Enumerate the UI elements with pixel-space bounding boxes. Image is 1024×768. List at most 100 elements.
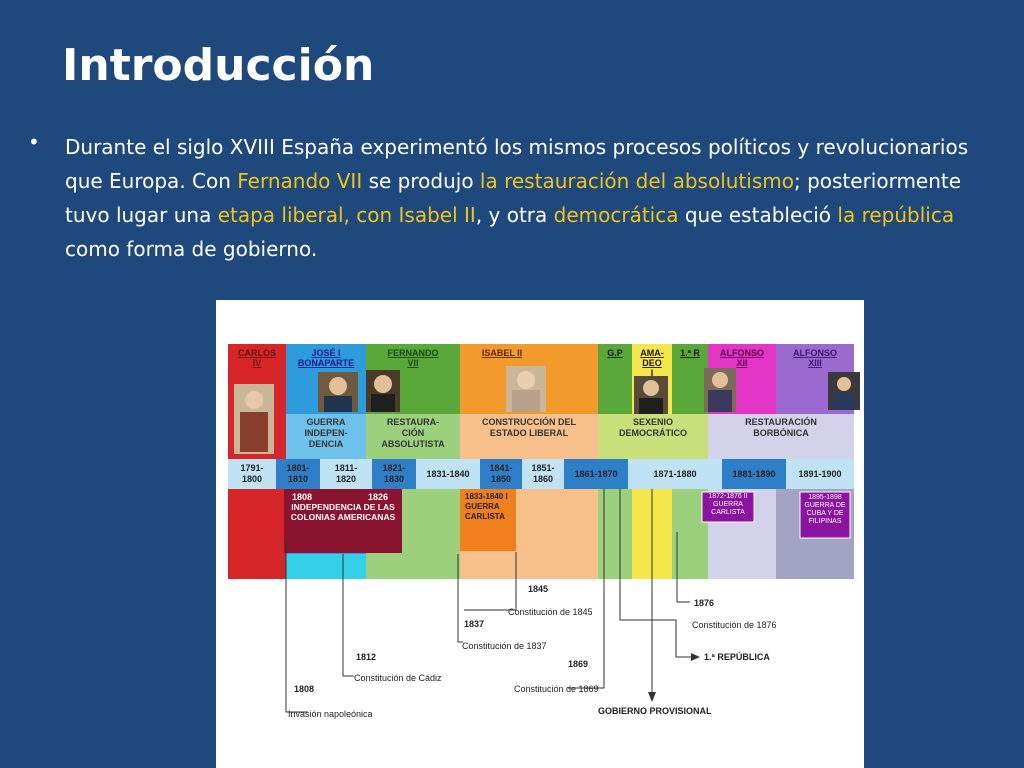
decade-label: 1850 [491, 474, 511, 484]
monarch-label: JOSÉ I [311, 348, 340, 358]
guerra-independencia-box [286, 414, 366, 459]
decade-cell [786, 459, 854, 489]
period-label-3: SEXENIO [633, 417, 673, 427]
monarch-label: XIII [808, 358, 822, 368]
period-label-3: DEMOCRÁTICO [619, 428, 687, 438]
portrait-jose [318, 372, 358, 412]
period-label-4: BORBÓNICA [753, 427, 809, 438]
monarch-label: AMA- [640, 348, 664, 358]
ann-year-1869: 1869 [568, 659, 588, 669]
decade-label: 1821- [382, 463, 405, 473]
monarch-label: ISABEL II [482, 348, 522, 358]
period-label-0: DENCIA [309, 439, 344, 449]
decade-label: 1791- [240, 463, 263, 473]
ann-year-1876: 1876 [694, 598, 714, 608]
decade-label: 1830 [384, 474, 404, 484]
restauracion-borbonica-box [708, 414, 854, 459]
ann-year-1812: 1812 [356, 652, 376, 662]
decade-label: 1861-1870 [574, 469, 617, 479]
portrait-alfonso12 [704, 368, 736, 412]
monarch-label: IV [253, 358, 262, 368]
decade-label: 1820 [336, 474, 356, 484]
period-label-2: CONSTRUCCIÓN DEL [482, 416, 577, 427]
period-label-1: ABSOLUTISTA [381, 439, 445, 449]
independencia-year2: 1826 [368, 492, 388, 502]
decade-label: 1851- [531, 463, 554, 473]
period-label-0: INDEPEN- [304, 428, 347, 438]
ann-year-1837: 1837 [464, 619, 484, 629]
decade-label: 1881-1890 [732, 469, 775, 479]
arrow-label-gobierno: GOBIERNO PROVISIONAL [598, 706, 712, 716]
decade-cell [276, 459, 320, 489]
portrait-carlos [234, 384, 274, 454]
decade-label: 1810 [288, 474, 308, 484]
decade-label: 1860 [533, 474, 553, 484]
decade-cell [722, 459, 786, 489]
ann-label-1845: Constitución de 1845 [508, 607, 593, 617]
portrait-alfonso13 [828, 372, 860, 410]
paragraph-text: Durante el siglo XVIII España experiment… [65, 135, 969, 193]
highlight-text: democrática [553, 203, 679, 227]
monarch-label: DEO [642, 358, 662, 368]
independencia-box [284, 489, 402, 553]
monarch-label: BONAPARTE [298, 358, 354, 368]
monarch-label: I [651, 368, 654, 378]
highlight-text: la república [837, 203, 955, 227]
arrow-label-republica: 1.ª REPÚBLICA [704, 651, 770, 662]
decade-cell [564, 459, 628, 489]
decade-label: 1871-1880 [653, 469, 696, 479]
monarch-label: VII [407, 358, 418, 368]
period-label-1: RESTAURA- [387, 417, 439, 427]
carlista1-box [460, 489, 516, 551]
paragraph-text: que estableció [678, 203, 838, 227]
monarch-label: G.P [607, 348, 623, 358]
decade-label: 1831-1840 [426, 469, 469, 479]
paragraph-text: , y otra [475, 203, 554, 227]
period-label-0: GUERRA [306, 417, 346, 427]
decade-cell [372, 459, 416, 489]
arrow-republica [691, 653, 700, 661]
decade-label: 1811- [335, 463, 358, 473]
highlight-text: etapa liberal, con Isabel II [217, 203, 476, 227]
decade-cell [480, 459, 522, 489]
decade-label: 1841- [489, 463, 512, 473]
gp-column [598, 344, 632, 414]
paragraph-text: se produjo [362, 169, 480, 193]
sexenio-box [598, 414, 708, 459]
decade-cell [522, 459, 564, 489]
decade-cell [416, 459, 480, 489]
ann-label-1812: Constitución de Cádiz [354, 673, 442, 683]
monarch-label: XII [736, 358, 747, 368]
independencia-year1: 1808 [292, 492, 312, 502]
monarch-label: ALFONSO [720, 348, 764, 358]
bullet-marker: • [28, 130, 40, 154]
carlista2-box [701, 491, 755, 523]
period-label-2: ESTADO LIBERAL [490, 428, 569, 438]
carlista2-label: 1872-1876 II GUERRA CARLISTA [708, 493, 748, 516]
decade-label: 1800 [242, 474, 262, 484]
decade-cell [320, 459, 372, 489]
slide-title: Introducción [62, 40, 375, 91]
paragraph-text: como forma de gobierno. [65, 237, 318, 261]
portrait-isabel [506, 366, 546, 412]
decade-label: 1891-1900 [798, 469, 841, 479]
portrait-amadeo [634, 376, 668, 414]
highlight-text: Fernando VII [237, 169, 363, 193]
ann-label-1876: Constitución de 1876 [692, 620, 777, 630]
paragraph-text: ; posteriormente tuvo lugar una [65, 169, 962, 227]
arrow-gobierno [648, 692, 656, 702]
ann-year-1808: 1808 [294, 684, 314, 694]
ann-year-1845: 1845 [528, 584, 548, 594]
portrait-fernando [366, 370, 400, 412]
monarch-label: ALFONSO [793, 348, 837, 358]
period-label-4: RESTAURACIÓN [745, 416, 817, 427]
highlight-text: la restauración del absolutismo [479, 169, 794, 193]
carlista1-label: 1833-1840 I GUERRA CARLISTA [465, 492, 508, 521]
decade-cell [628, 459, 722, 489]
monarch-label: 1.ª R [680, 348, 700, 358]
ann-label-1837: Constitución de 1837 [462, 641, 547, 651]
ann-label-1808: Invasión napoleónica [288, 709, 373, 719]
ann-label-1869: Constitución de 1869 [514, 684, 599, 694]
